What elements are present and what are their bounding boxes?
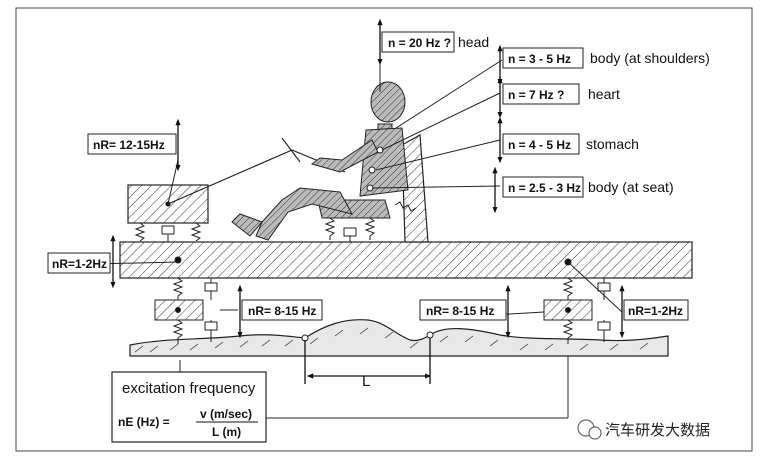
head-label: head	[458, 34, 489, 50]
label-engine: nR= 12-15Hz	[87, 133, 177, 155]
label-head: n = 20 Hz ? head	[381, 31, 489, 53]
seat-frequency: n = 2.5 - 3 Hz	[508, 181, 581, 195]
shoulders-label: body (at shoulders)	[590, 50, 710, 66]
seat-springs	[324, 201, 417, 242]
engine-frequency: nR= 12-15Hz	[93, 138, 165, 152]
heart-label: heart	[588, 86, 620, 102]
front-wheel-frequency: nR= 8-15 Hz	[248, 304, 316, 318]
label-heart: n = 7 Hz ? heart	[502, 83, 620, 105]
label-front-wheel: nR= 8-15 Hz	[241, 299, 323, 321]
road-ground	[129, 319, 669, 357]
figure-frame	[15, 7, 753, 452]
excitation-lhs: nE (Hz) =	[118, 415, 170, 429]
watermark: 汽车研发大数据	[577, 419, 710, 440]
head-frequency: n = 20 Hz ?	[388, 36, 451, 50]
rear-wheel-frequency: nR= 8-15 Hz	[426, 304, 494, 318]
excitation-frequency-box: excitation frequency nE (Hz) = v (m/sec)…	[111, 371, 267, 443]
body-frequency: nR=1-2Hz	[52, 257, 107, 271]
label-seat: n = 2.5 - 3 Hz body (at seat)	[502, 176, 674, 198]
wechat-logo-icon	[577, 419, 602, 440]
excitation-denominator: L (m)	[212, 425, 241, 439]
shoulders-frequency: n = 3 - 5 Hz	[508, 52, 571, 66]
label-body: nR=1-2Hz	[47, 252, 111, 274]
label-rear-wheel: nR= 8-15 Hz	[419, 299, 507, 321]
stomach-frequency: n = 4 - 5 Hz	[508, 138, 571, 152]
heart-frequency: n = 7 Hz ?	[508, 88, 564, 102]
engine-mounts	[134, 222, 202, 242]
label-rear-body: nR=1-2Hz	[623, 299, 689, 321]
label-stomach: n = 4 - 5 Hz stomach	[502, 133, 639, 155]
excitation-title: excitation frequency	[122, 380, 256, 397]
rear-body-frequency: nR=1-2Hz	[628, 304, 683, 318]
road-wavelength-label: L	[362, 373, 370, 390]
front-suspension	[154, 256, 218, 344]
excitation-numerator: v (m/sec)	[200, 407, 252, 421]
watermark-text: 汽车研发大数据	[605, 421, 710, 439]
vibration-arrows	[110, 18, 625, 384]
seat-label: body (at seat)	[588, 179, 674, 195]
label-shoulders: n = 3 - 5 Hz body (at shoulders)	[502, 47, 710, 69]
crash-dummy	[231, 81, 409, 241]
rear-suspension	[543, 258, 611, 344]
stomach-label: stomach	[586, 136, 639, 152]
vehicle-body-beam	[119, 241, 693, 279]
